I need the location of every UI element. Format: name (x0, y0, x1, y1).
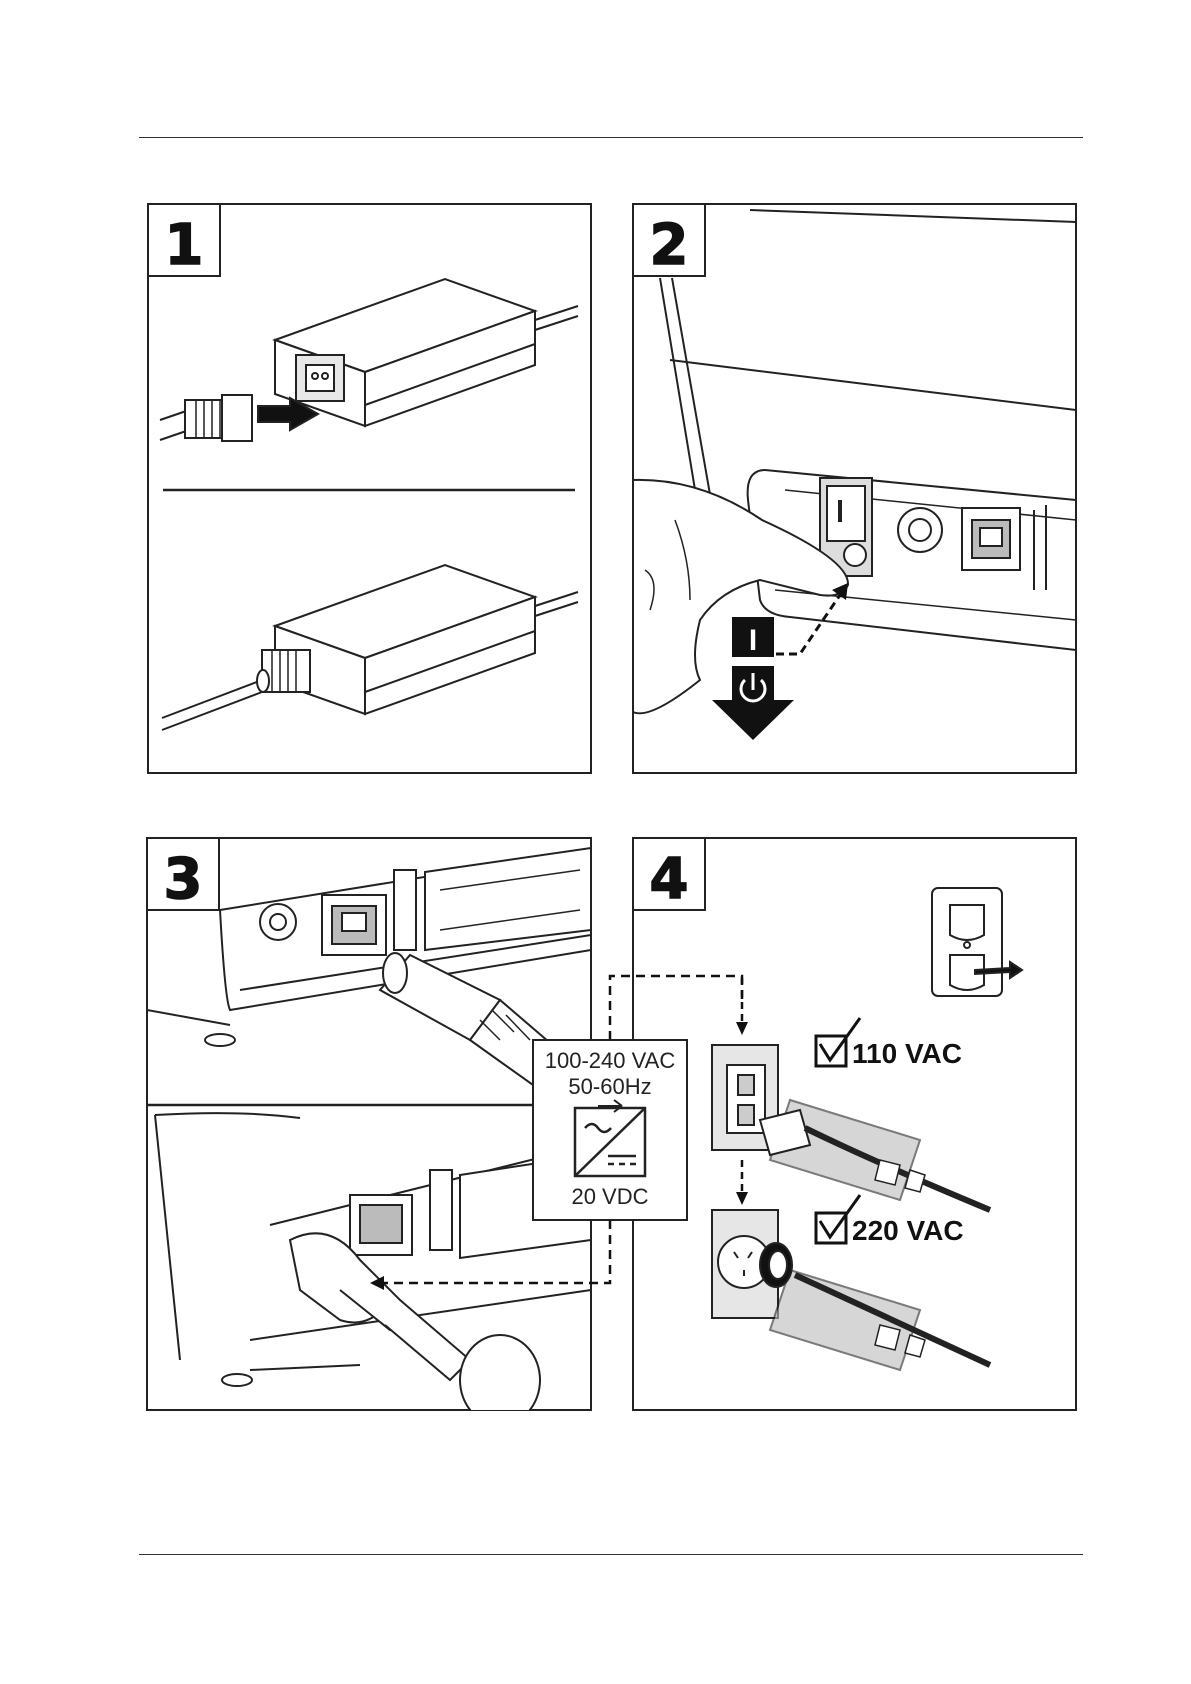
input-voltage: 100-240 VAC (545, 1048, 676, 1073)
voltage-label-110: 110 VAC (852, 1038, 962, 1069)
step-number-3: 3 (164, 847, 203, 912)
voltage-label-220: 220 VAC (852, 1215, 964, 1246)
step-number-1: 1 (165, 213, 204, 278)
step-number-2: 2 (650, 213, 689, 278)
panel-step-1: 1 (148, 204, 591, 773)
panel-step-2: I 2 (633, 204, 1076, 773)
panel-step-4: 110 VAC 220 VAC 4 (633, 838, 1076, 1410)
output-voltage: 20 VDC (571, 1184, 648, 1209)
usb-port (962, 508, 1020, 570)
converter-icon (575, 1100, 645, 1176)
frequency: 50-60Hz (568, 1074, 651, 1099)
panel-step-3: 3 (147, 838, 591, 1425)
switch-on-symbol: I (749, 624, 757, 657)
power-spec-box: 100-240 VAC 50-60Hz 20 VDC (533, 1040, 687, 1220)
step-number-4: 4 (650, 847, 689, 912)
dc-power-jack (898, 508, 942, 552)
